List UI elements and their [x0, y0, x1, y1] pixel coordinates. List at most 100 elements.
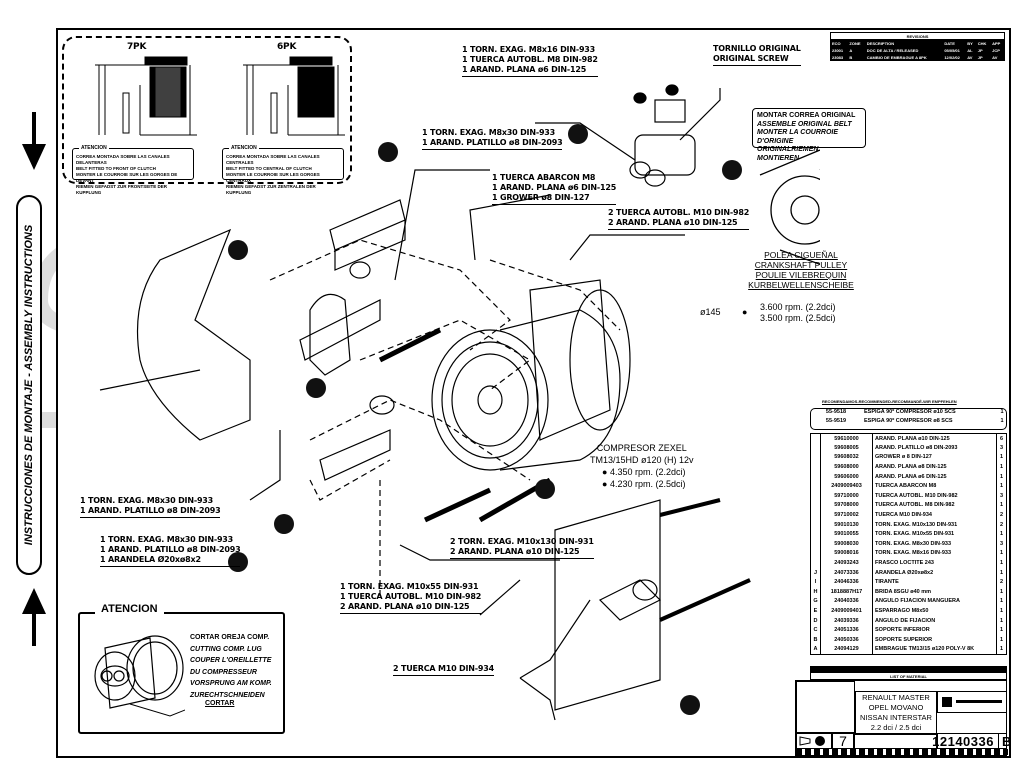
bom-cell-ref: G [810, 596, 821, 607]
bom-cell-qty: 3 [996, 443, 1007, 453]
bom-cell-ref [810, 452, 821, 463]
attention-title: ATENCION [95, 603, 164, 615]
reference-bullet [228, 240, 248, 260]
bom-cell-code: 59708000 [820, 500, 873, 511]
callout-top-bolt: 1 TORN. EXAG. M8x16 DIN-933 1 TUERCA AUT… [462, 45, 598, 77]
bom-cell-qty: 1 [996, 500, 1007, 511]
bom-cell-desc: ARAND. PLANA ø10 DIN-125 [875, 435, 950, 442]
bom-cell-desc: ANGULO DE FIJACION [875, 617, 936, 624]
bom-cell-desc: GROWER ø 8 DIN-127 [875, 454, 932, 461]
callout-long-bolt: 2 TORN. EXAG. M10x130 DIN-931 2 ARAND. P… [450, 537, 594, 559]
reference-bullet [228, 552, 248, 572]
belt-routing-diagram [759, 149, 820, 265]
bom-cell-ref [810, 471, 821, 482]
bom-cell-qty: 2 [996, 510, 1007, 520]
bom-cell-code: 59608005 [820, 443, 873, 453]
reference-bullet [306, 378, 326, 398]
bom-cell-code: 59008016 [820, 548, 873, 559]
bom-cell-desc: ARAND. PLANA ø6 DIN-125 [875, 473, 947, 480]
bom-cell-qty: 3 [996, 491, 1007, 501]
bom-cell-qty: 1 [996, 587, 1007, 597]
bom-cell-ref [810, 548, 821, 559]
bom-cell-code: 24051336 [820, 625, 873, 635]
callout-left-bolt-1: 1 TORN. EXAG. M8x30 DIN-933 1 ARAND. PLA… [80, 496, 221, 518]
sheet-number: 7 [832, 733, 854, 749]
bom-cell-ref [810, 529, 821, 540]
bom-cell-ref [810, 443, 821, 453]
bom-cell-code: 59610000 [820, 433, 873, 444]
reference-bullet [722, 160, 742, 180]
bom-cell-code: 2409009403 [820, 481, 873, 492]
belt-7pk-attention-note: ATENCION CORREA MONTADA SOBRE LAS CANALE… [72, 145, 194, 195]
bom-cell-ref: C [810, 625, 821, 635]
bom-cell-ref: E [810, 606, 821, 616]
bom-cell-desc: TIRANTE [875, 579, 899, 586]
bom-cell-desc: TUERCA AUTOBL. M10 DIN-982 [875, 492, 958, 499]
bom-cell-desc: TUERCA AUTOBL. M8 DIN-982 [875, 502, 955, 509]
callout-bottom-nut: 2 TUERCA M10 DIN-934 [393, 664, 494, 676]
bom-cell-code: 59710000 [820, 491, 873, 501]
bom-cell-code: 24094129 [820, 644, 873, 655]
arrow-down-icon [22, 112, 46, 170]
cut-label: CORTAR [205, 700, 235, 707]
callout-bracket-bolt: 1 TORN. EXAG. M8x30 DIN-933 1 ARAND. PLA… [422, 128, 563, 150]
bom-cell-qty: 1 [996, 481, 1007, 492]
bom-cell-code: 24093243 [820, 558, 873, 568]
bom-cell-desc: SOPORTE INFERIOR [875, 627, 930, 634]
company-logo [937, 691, 1007, 713]
bom-cell-code: 1818887H17 [820, 587, 873, 597]
bom-cell-code: 24040336 [820, 596, 873, 607]
bom-cell-qty: 2 [996, 519, 1007, 530]
bom-cell-qty: 1 [996, 558, 1007, 568]
reference-bullet [680, 695, 700, 715]
bom-cell-code: 59010130 [820, 519, 873, 530]
bom-cell-code: 59608032 [820, 452, 873, 463]
compressor-body [431, 279, 631, 471]
bom-cell-qty: 1 [996, 567, 1007, 578]
reference-bullet [378, 142, 398, 162]
bom-cell-qty: 1 [996, 596, 1007, 607]
upper-support-bracket [299, 199, 406, 361]
bom-list-title-bar: LIST OF MATERIAL [810, 666, 1007, 680]
bom-cell-qty: 1 [996, 452, 1007, 463]
reference-bullet [535, 479, 555, 499]
bom-cell-code: 24046336 [820, 577, 873, 587]
bom-cell-qty: 1 [996, 615, 1007, 626]
bom-cell-code: 24050336 [820, 634, 873, 645]
bom-row: 55-9519 ESPIGA 90º COMPRESOR ø8 SCS 1 [825, 418, 1004, 425]
bullet-icon: ● [602, 479, 610, 489]
lower-support-bracket [319, 395, 662, 711]
bom-cell-ref: B [810, 634, 821, 645]
belt-6pk-label: 6PK [277, 42, 297, 52]
bom-cell-ref [810, 481, 821, 492]
callout-nut-m8: 1 TUERCA ABARCON M8 1 ARAND. PLANA ø6 DI… [492, 173, 616, 205]
bom-cell-ref [810, 491, 821, 501]
bullet-icon: ● [602, 467, 610, 477]
bom-cell-desc: TORN. EXAG. M10x55 DIN-931 [875, 531, 955, 538]
crankshaft-pulley-title: POLEA CIGUEÑAL CRANKSHAFT PULLEY POULIE … [748, 250, 854, 290]
footer-bar [796, 749, 1008, 755]
bom-cell-qty: 1 [996, 529, 1007, 540]
projection-symbol-icon [796, 733, 832, 749]
bom-row: 55-9518 ESPIGA 90º COMPRESOR ø10 SCS 1 [825, 408, 1004, 415]
bom-cell-desc: TORN. EXAG. M10x130 DIN-931 [875, 521, 958, 528]
exploded-assembly-drawing [99, 84, 820, 721]
bom-cell-ref [810, 558, 821, 568]
vehicle-models: RENAULT MASTER OPEL MOVANO NISSAN INTERS… [855, 691, 937, 735]
